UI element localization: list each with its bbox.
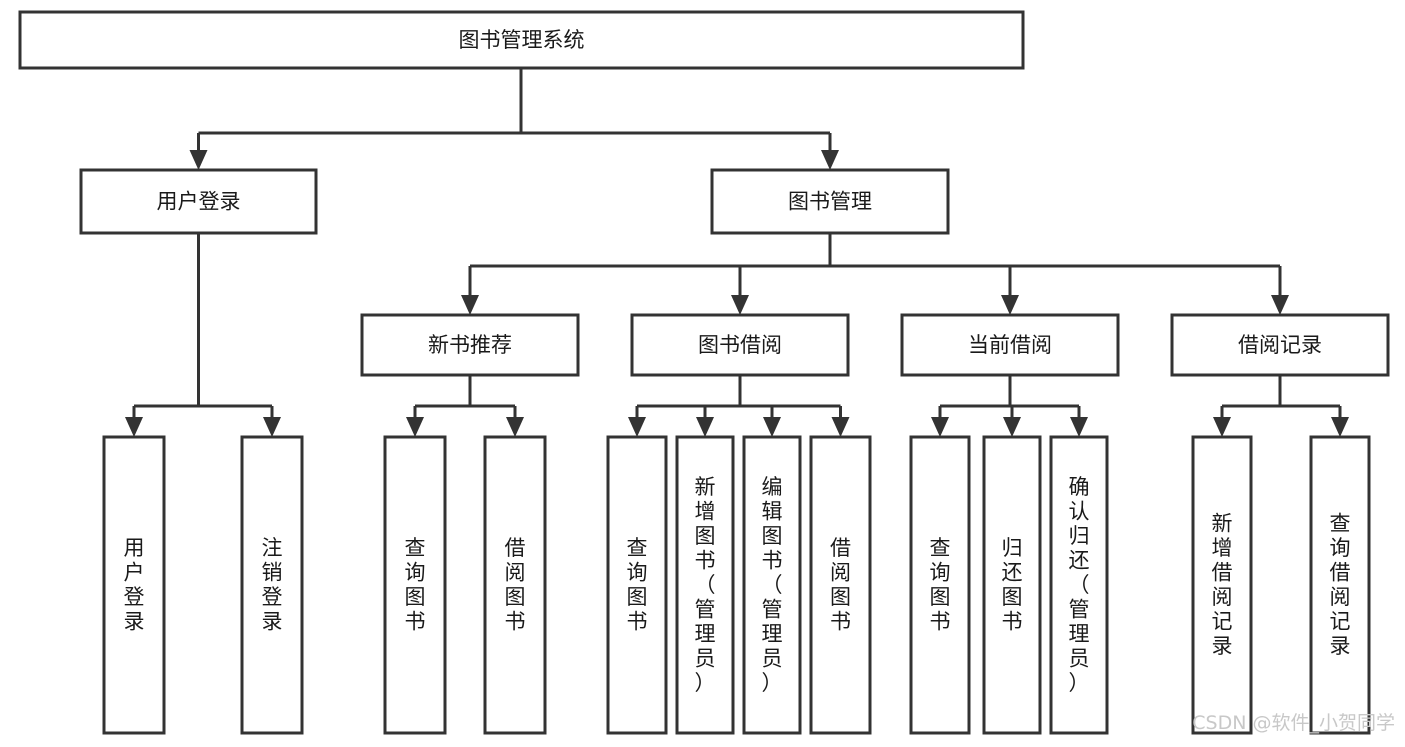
node-box-leaf-query-record <box>1309 435 1371 735</box>
node-root[interactable]: 图书管理系统 <box>18 10 1025 70</box>
arrow-head-icon-user-login <box>189 150 208 170</box>
node-box-leaf-add-record <box>1191 435 1253 735</box>
arrow-head-icon-leaf-add-book <box>696 417 714 437</box>
node-leaf-user-logout[interactable]: 注销登录 <box>240 435 304 735</box>
node-leaf-add-book[interactable]: 新增图书（管理员） <box>675 435 735 735</box>
node-label-book-borrow: 图书借阅 <box>698 333 782 357</box>
node-label-leaf-user-login: 用户登录 <box>124 536 145 634</box>
node-label-root: 图书管理系统 <box>459 28 585 52</box>
node-box-leaf-query-book-rec <box>383 435 447 735</box>
csdn-watermark: CSDN @软件_小贺同学 <box>1192 712 1395 734</box>
node-leaf-query-book-borrow[interactable]: 查询图书 <box>606 435 668 735</box>
node-label-leaf-query-record: 查询借阅记录 <box>1330 512 1351 659</box>
arrow-head-icon-leaf-query-record <box>1331 417 1349 437</box>
node-label-book-manage: 图书管理 <box>788 190 872 214</box>
node-new-book-recommend[interactable]: 新书推荐 <box>360 313 580 377</box>
node-label-leaf-query-book-rec: 查询图书 <box>405 536 426 634</box>
node-leaf-query-book-cur[interactable]: 查询图书 <box>909 435 971 735</box>
arrow-head-icon-leaf-edit-book <box>763 417 781 437</box>
node-book-borrow[interactable]: 图书借阅 <box>630 313 850 377</box>
arrow-head-icon-leaf-query-book-cur <box>931 417 949 437</box>
arrow-head-icon-book-manage <box>821 150 839 170</box>
node-box-borrow-record <box>1170 313 1390 377</box>
arrow-head-icon-borrow-record <box>1271 295 1289 315</box>
arrow-head-icon-leaf-borrow-book-rec <box>506 417 524 437</box>
node-box-leaf-add-book <box>675 435 735 735</box>
arrow-head-icon-current-borrow <box>1001 295 1019 315</box>
arrow-head-icon-leaf-return-book <box>1003 417 1021 437</box>
node-leaf-borrow-book[interactable]: 借阅图书 <box>809 435 872 735</box>
node-label-leaf-query-book-cur: 查询图书 <box>930 536 951 634</box>
node-label-leaf-add-book: 新增图书（管理员） <box>695 475 716 695</box>
node-box-leaf-query-book-borrow <box>606 435 668 735</box>
node-box-leaf-query-book-cur <box>909 435 971 735</box>
node-box-leaf-borrow-book <box>809 435 872 735</box>
node-box-leaf-user-logout <box>240 435 304 735</box>
node-label-leaf-query-book-borrow: 查询图书 <box>627 536 648 634</box>
node-box-leaf-user-login <box>102 435 166 735</box>
node-borrow-record[interactable]: 借阅记录 <box>1170 313 1390 377</box>
arrow-head-icon-leaf-user-logout <box>263 417 281 437</box>
node-leaf-query-record[interactable]: 查询借阅记录 <box>1309 435 1371 735</box>
node-box-leaf-confirm-return <box>1049 435 1109 735</box>
arrow-head-icon-leaf-user-login <box>125 417 143 437</box>
node-book-manage[interactable]: 图书管理 <box>710 168 950 235</box>
node-leaf-borrow-book-rec[interactable]: 借阅图书 <box>483 435 547 735</box>
node-leaf-return-book[interactable]: 归还图书 <box>982 435 1042 735</box>
node-box-book-manage <box>710 168 950 235</box>
node-box-leaf-return-book <box>982 435 1042 735</box>
nodes-layer: 图书管理系统用户登录图书管理新书推荐图书借阅当前借阅借阅记录用户登录注销登录查询… <box>18 10 1390 735</box>
arrow-head-icon-leaf-query-book-rec <box>406 417 424 437</box>
arrow-head-icon-book-borrow <box>731 295 749 315</box>
node-label-user-login: 用户登录 <box>157 190 241 214</box>
node-leaf-confirm-return[interactable]: 确认归还（管理员） <box>1049 435 1109 735</box>
node-box-leaf-edit-book <box>742 435 802 735</box>
node-label-leaf-add-record: 新增借阅记录 <box>1212 512 1233 659</box>
node-label-leaf-confirm-return: 确认归还（管理员） <box>1069 475 1090 695</box>
node-box-root <box>18 10 1025 70</box>
node-label-borrow-record: 借阅记录 <box>1238 333 1322 357</box>
node-user-login[interactable]: 用户登录 <box>79 168 318 235</box>
node-box-leaf-borrow-book-rec <box>483 435 547 735</box>
node-leaf-add-record[interactable]: 新增借阅记录 <box>1191 435 1253 735</box>
node-label-leaf-user-logout: 注销登录 <box>262 536 283 634</box>
node-label-leaf-borrow-book-rec: 借阅图书 <box>505 536 526 634</box>
node-box-new-book-recommend <box>360 313 580 377</box>
node-box-book-borrow <box>630 313 850 377</box>
node-leaf-query-book-rec[interactable]: 查询图书 <box>383 435 447 735</box>
node-leaf-user-login[interactable]: 用户登录 <box>102 435 166 735</box>
node-box-current-borrow <box>900 313 1120 377</box>
arrow-head-icon-new-book-recommend <box>461 295 479 315</box>
node-label-new-book-recommend: 新书推荐 <box>428 333 512 357</box>
node-label-leaf-borrow-book: 借阅图书 <box>830 536 851 634</box>
node-current-borrow[interactable]: 当前借阅 <box>900 313 1120 377</box>
arrow-head-icon-leaf-confirm-return <box>1070 417 1088 437</box>
arrow-head-icon-leaf-add-record <box>1213 417 1231 437</box>
node-label-current-borrow: 当前借阅 <box>968 333 1052 357</box>
node-label-leaf-return-book: 归还图书 <box>1002 536 1023 634</box>
connectors-layer <box>125 68 1349 437</box>
arrow-head-icon-leaf-query-book-borrow <box>628 417 646 437</box>
node-leaf-edit-book[interactable]: 编辑图书（管理员） <box>742 435 802 735</box>
node-label-leaf-edit-book: 编辑图书（管理员） <box>762 475 783 695</box>
node-box-user-login <box>79 168 318 235</box>
arrow-head-icon-leaf-borrow-book <box>831 417 850 437</box>
